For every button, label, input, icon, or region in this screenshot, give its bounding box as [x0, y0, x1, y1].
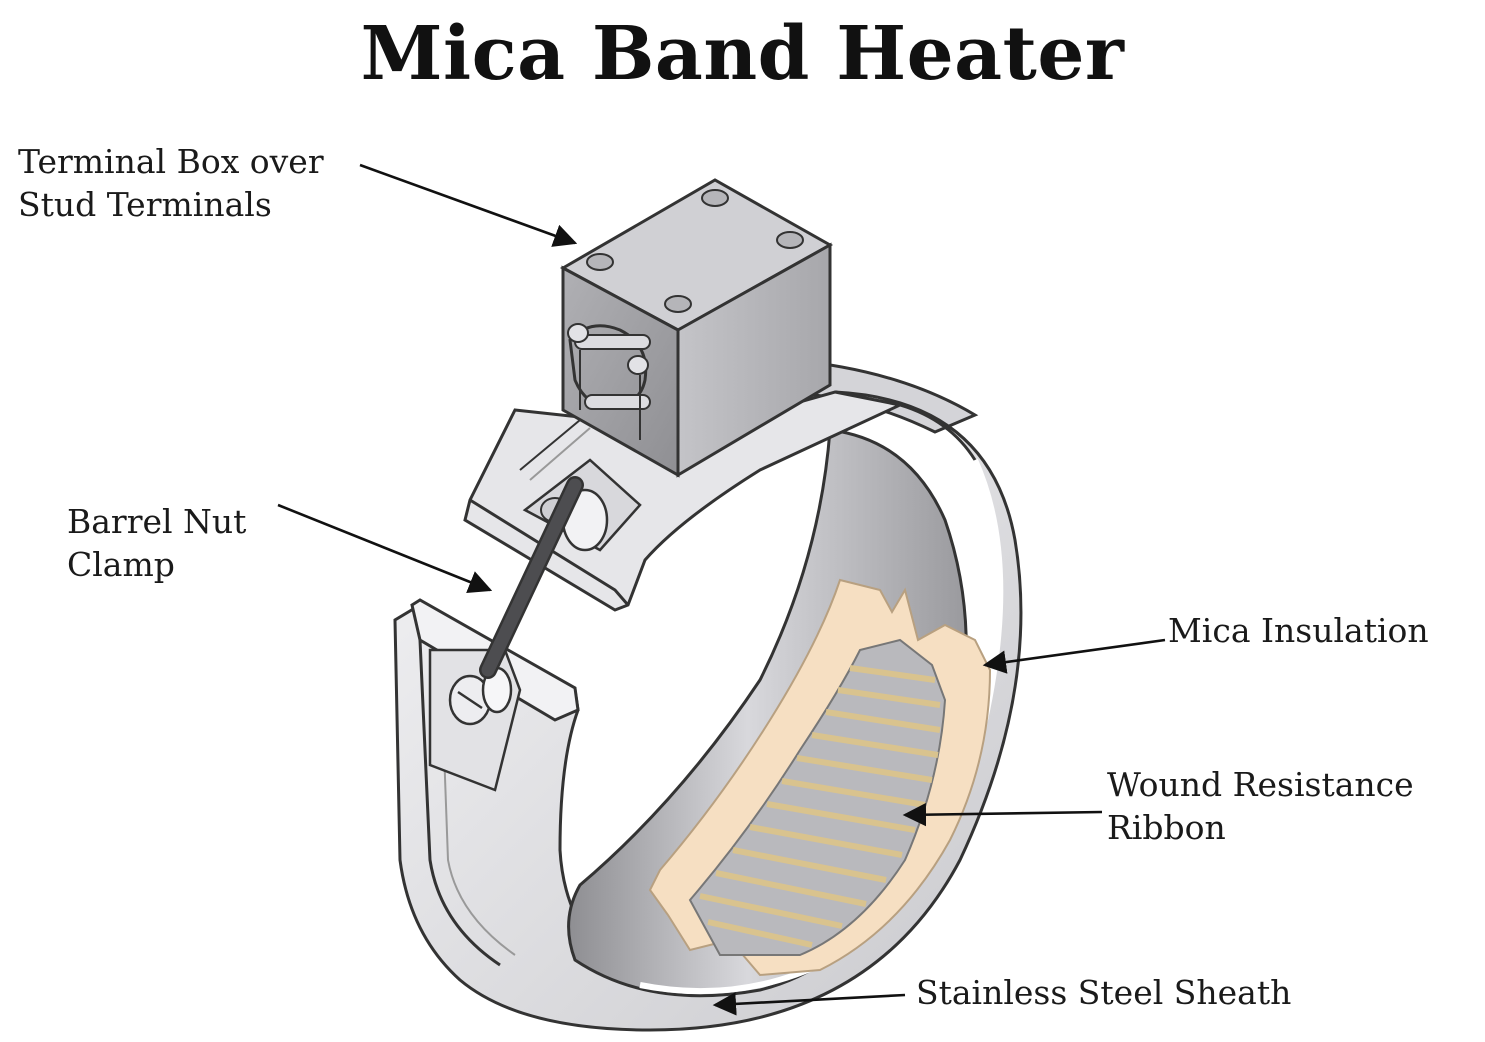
label-wound-ribbon-line1: Wound Resistance [1107, 765, 1414, 804]
leader-arrows [277, 163, 1166, 1016]
label-mica-insulation: Mica Insulation [1168, 611, 1429, 650]
box-screws [586, 189, 804, 313]
label-terminal-box-line1: Terminal Box over [18, 142, 324, 181]
arrow-sheath [712, 992, 906, 1016]
label-terminal-box-line2: Stud Terminals [18, 185, 272, 224]
label-terminal-box: Terminal Box over Stud Terminals [18, 140, 324, 226]
label-barrel-nut: Barrel Nut Clamp [67, 500, 246, 586]
label-wound-ribbon-line2: Ribbon [1107, 808, 1226, 847]
terminal-box [559, 178, 834, 478]
label-barrel-nut-line1: Barrel Nut [67, 502, 247, 541]
arrow-mica [982, 638, 1166, 674]
label-wound-ribbon: Wound Resistance Ribbon [1107, 763, 1414, 849]
ribbon-windings [699, 665, 941, 948]
label-sheath: Stainless Steel Sheath [916, 973, 1292, 1012]
arrow-ribbon [902, 802, 1103, 827]
barrel-nut-rod [479, 476, 584, 679]
label-barrel-nut-line2: Clamp [67, 545, 175, 584]
arrow-barrel-nut [277, 503, 493, 594]
arrow-terminal-box [359, 163, 578, 247]
page-title: Mica Band Heater [360, 11, 1125, 97]
wound-resistance-ribbon [688, 638, 947, 956]
